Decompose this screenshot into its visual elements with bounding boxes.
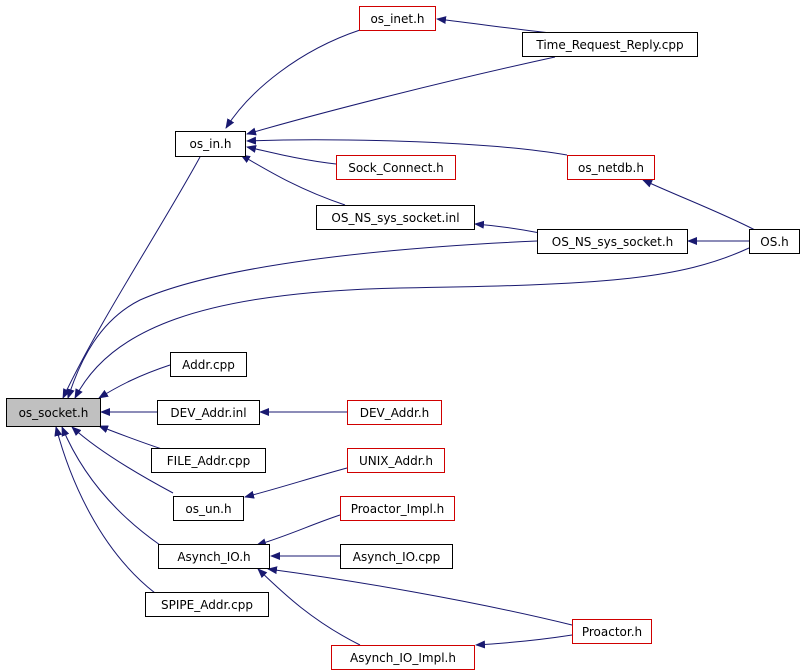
edge-os-netdb-to-os-in: [246, 136, 568, 156]
edge-os-inet-to-os-in: [225, 29, 361, 129]
node-dev-addr-inl[interactable]: DEV_Addr.inl: [157, 400, 260, 425]
edge-proactor-impl-to-asynch-io: [256, 514, 341, 547]
edge-time-request-reply-to-os-in: [246, 56, 556, 136]
edge-os-h-to-os-socket: [74, 247, 750, 399]
node-addr-cpp[interactable]: Addr.cpp: [170, 352, 247, 377]
node-time-request-reply-cpp[interactable]: Time_Request_Reply.cpp: [522, 32, 698, 57]
edge-asynch-io-impl-to-asynch-io: [257, 568, 361, 646]
node-os-ns-sys-socket-h[interactable]: OS_NS_sys_socket.h: [537, 229, 688, 254]
edge-os-ns-sys-socket-inl-to-os-in: [240, 154, 346, 206]
node-proactor-h[interactable]: Proactor.h: [572, 619, 652, 644]
edge-addr-cpp-to-os-socket: [98, 364, 171, 399]
edge-os-h-to-os-netdb: [642, 179, 756, 231]
node-dev-addr-h[interactable]: DEV_Addr.h: [347, 400, 442, 425]
node-os-netdb-h[interactable]: os_netdb.h: [567, 155, 655, 180]
node-spipe-addr-cpp[interactable]: SPIPE_Addr.cpp: [145, 592, 269, 617]
node-unix-addr-h[interactable]: UNIX_Addr.h: [347, 448, 445, 473]
node-os-inet-h[interactable]: os_inet.h: [359, 6, 436, 31]
node-file-addr-cpp[interactable]: FILE_Addr.cpp: [151, 448, 266, 473]
edge-os-un-to-os-socket: [71, 426, 174, 494]
node-asynch-io-h[interactable]: Asynch_IO.h: [158, 544, 270, 569]
node-os-socket-h: os_socket.h: [6, 398, 101, 427]
edge-spipe-addr-to-os-socket: [54, 426, 156, 594]
edge-os-ns-sys-socket-h-to-os-socket: [66, 240, 538, 399]
edge-os-ns-sys-socket-h-to-inl: [474, 220, 541, 234]
node-os-un-h[interactable]: os_un.h: [173, 496, 244, 521]
node-sock-connect-h[interactable]: Sock_Connect.h: [336, 155, 456, 180]
edge-unix-addr-to-os-un: [244, 467, 348, 499]
edge-os-in-to-os-socket: [62, 156, 201, 399]
node-os-ns-sys-socket-inl[interactable]: OS_NS_sys_socket.inl: [316, 205, 475, 230]
edge-sock-connect-to-os-in: [246, 145, 337, 165]
edge-file-addr-cpp-to-os-socket: [98, 425, 166, 451]
node-os-in-h[interactable]: os_in.h: [175, 131, 246, 157]
node-asynch-io-impl-h[interactable]: Asynch_IO_Impl.h: [331, 645, 475, 670]
edge-proactor-to-asynch-io: [267, 566, 573, 626]
node-proactor-impl-h[interactable]: Proactor_Impl.h: [340, 496, 455, 521]
node-asynch-io-cpp[interactable]: Asynch_IO.cpp: [340, 544, 453, 569]
edge-asynch-io-h-to-os-socket: [61, 426, 161, 546]
node-os-h[interactable]: OS.h: [749, 229, 800, 254]
edge-proactor-to-asynch-io-impl: [475, 634, 573, 649]
